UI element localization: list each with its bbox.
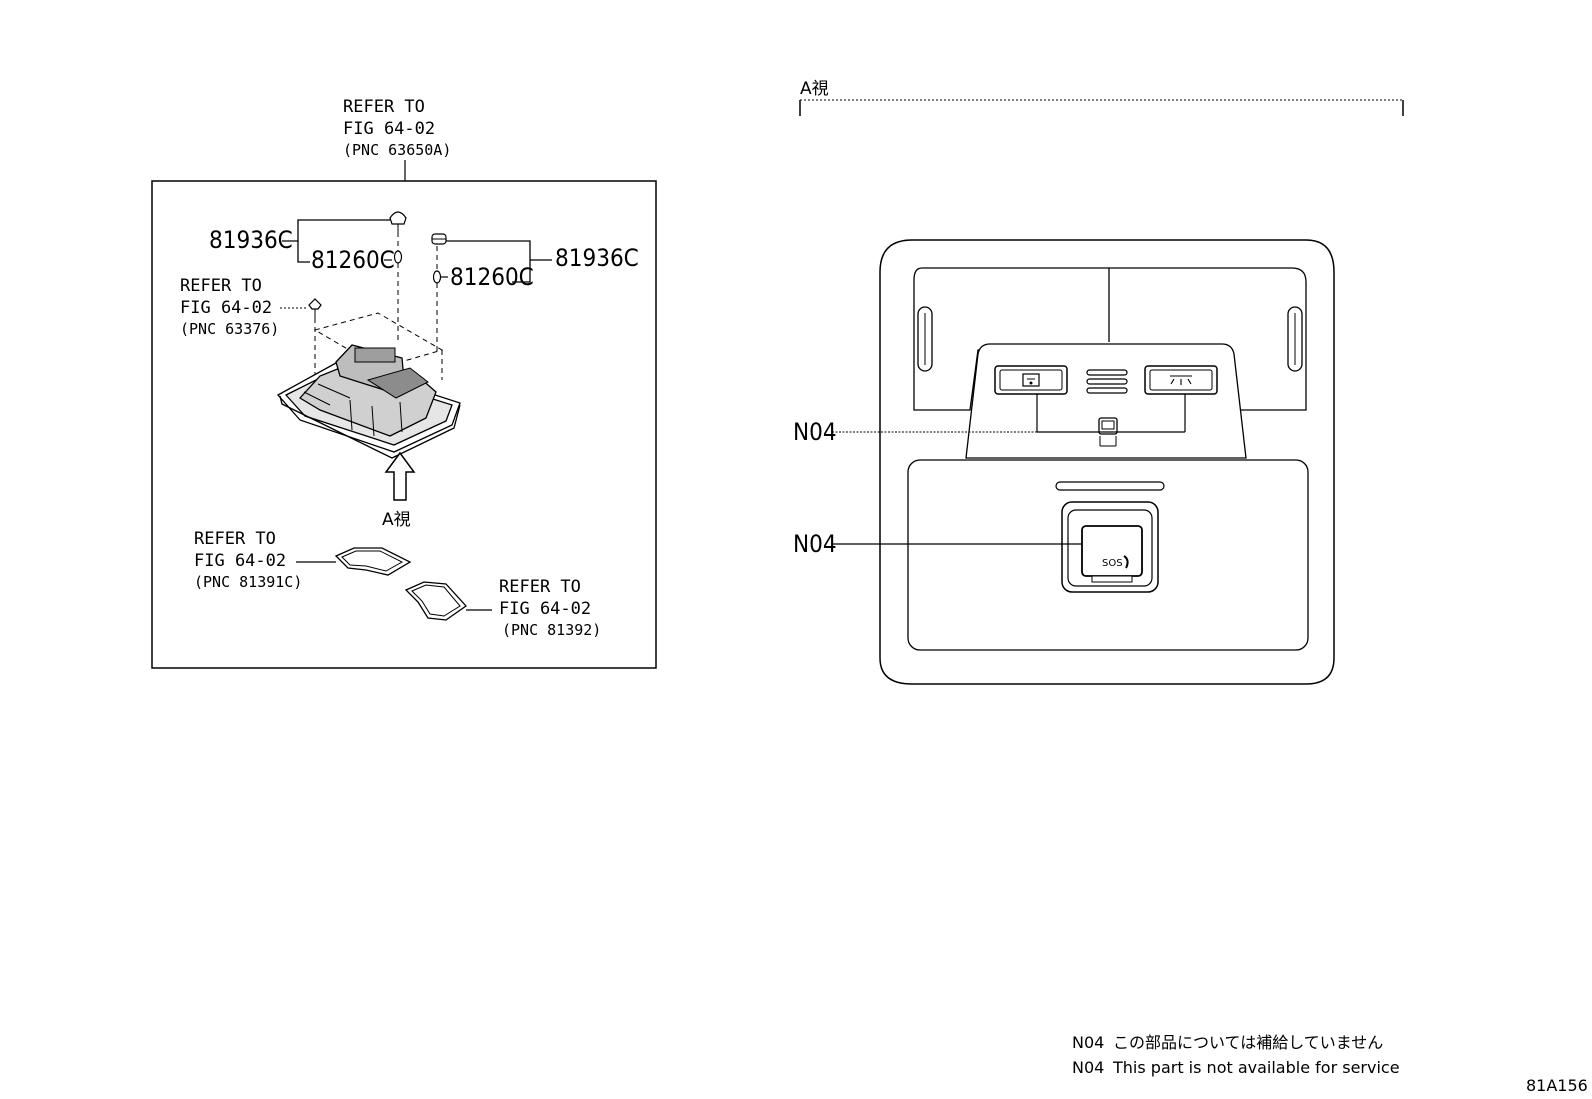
- mid-ref-line3: (PNC 63376): [180, 320, 279, 338]
- lens1-ref-line3: (PNC 81391C): [194, 573, 302, 591]
- note-jp-text: この部品については補給していません: [1113, 1033, 1383, 1052]
- bracket-left-lower: [297, 241, 310, 263]
- sos-label: SOS: [1102, 558, 1123, 569]
- top-ref-line2: FIG 64-02: [343, 119, 435, 139]
- note-en-text: This part is not available for service: [1112, 1058, 1400, 1077]
- part-number-81260c-right: 81260C: [450, 263, 534, 291]
- figure-id: 81A156: [1526, 1076, 1588, 1095]
- clip-icon-left: [389, 211, 407, 232]
- part-number-81936c-right: 81936C: [555, 244, 639, 272]
- door-lamp-icon: [1022, 373, 1040, 387]
- service-notes: N04 この部品については補給していません N04 This part is n…: [1072, 1033, 1400, 1077]
- screw-icon: [308, 298, 322, 318]
- clip-icon-right: [431, 233, 447, 245]
- lens1-ref-line2: FIG 64-02: [194, 551, 286, 571]
- lens1-ref-line1: REFER TO: [194, 529, 276, 549]
- speaker-grille: [1086, 369, 1128, 394]
- map-lamp-assembly-drawing: [276, 344, 461, 459]
- lens-icon-1: [334, 547, 412, 576]
- view-a-title: A視: [800, 79, 829, 99]
- lens2-ref-line2: FIG 64-02: [499, 599, 591, 619]
- lower-slot: [1055, 481, 1165, 491]
- room-lamp-icon: [1170, 375, 1192, 385]
- bracket-right: [446, 240, 531, 283]
- mid-ref-line2: FIG 64-02: [180, 298, 272, 318]
- view-a-arrow: [384, 451, 416, 501]
- switch-bay: [965, 343, 1247, 459]
- exploded-view-panel: REFER TO FIG 64-02 (PNC 63650A) 81936C 8…: [151, 97, 657, 669]
- part-number-81936c-left: 81936C: [209, 226, 293, 254]
- view-a-panel: A視: [793, 79, 1404, 685]
- top-ref-line3: (PNC 63650A): [343, 141, 451, 159]
- exploded-view-frame: [151, 180, 657, 669]
- lens2-ref-line1: REFER TO: [499, 577, 581, 597]
- bracket-left: [282, 219, 390, 242]
- top-ref-line1: REFER TO: [343, 97, 425, 117]
- bulb-icon-right: [432, 270, 442, 284]
- mid-ref-line1: REFER TO: [180, 276, 262, 296]
- view-a-arrow-label: A視: [382, 510, 411, 530]
- note-jp-code: N04: [1072, 1033, 1104, 1052]
- sos-phone-icon: [1123, 555, 1129, 569]
- lens-icon-2: [404, 581, 467, 621]
- part-number-81260c-left: 81260C: [311, 246, 395, 274]
- bulb-icon-left: [393, 250, 403, 264]
- lens2-ref-line3: (PNC 81392): [502, 621, 601, 639]
- callout-n04-upper: N04: [793, 418, 837, 446]
- note-en-code: N04: [1072, 1058, 1104, 1077]
- callout-n04-lower: N04: [793, 530, 837, 558]
